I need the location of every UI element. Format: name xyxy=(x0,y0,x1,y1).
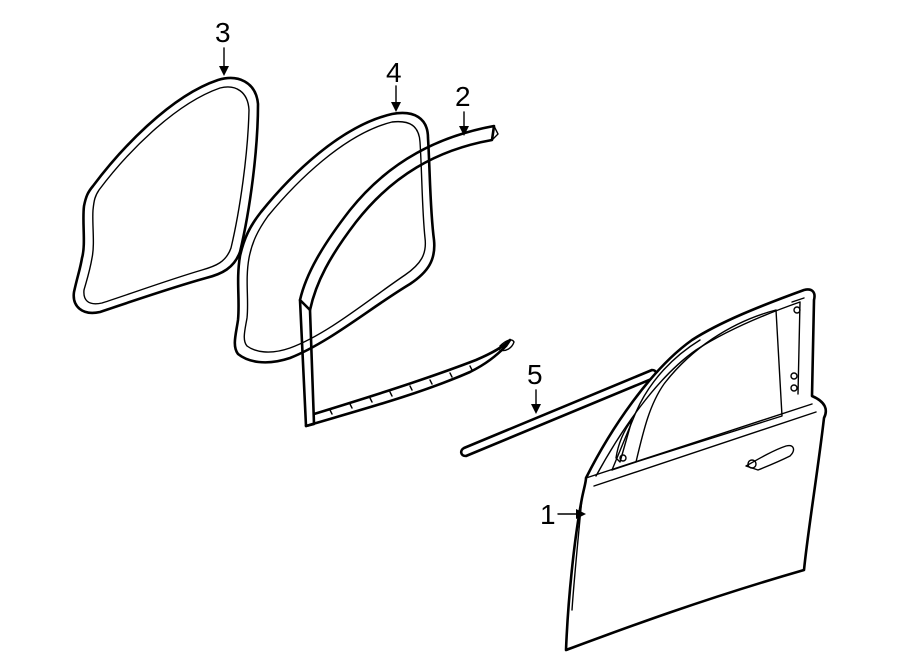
callout-4: 4 xyxy=(386,57,402,88)
part-3-body-weatherstrip[interactable] xyxy=(72,76,260,315)
callout-5: 5 xyxy=(527,359,543,390)
callout-1: 1 xyxy=(540,499,556,530)
callout-3: 3 xyxy=(215,17,231,48)
part-2-frame-weatherstrip[interactable] xyxy=(298,124,515,428)
part-4-door-weatherstrip[interactable] xyxy=(233,111,436,364)
part-1-door-shell[interactable] xyxy=(564,288,828,652)
callout-arrows xyxy=(219,47,586,519)
callout-2: 2 xyxy=(455,81,471,112)
